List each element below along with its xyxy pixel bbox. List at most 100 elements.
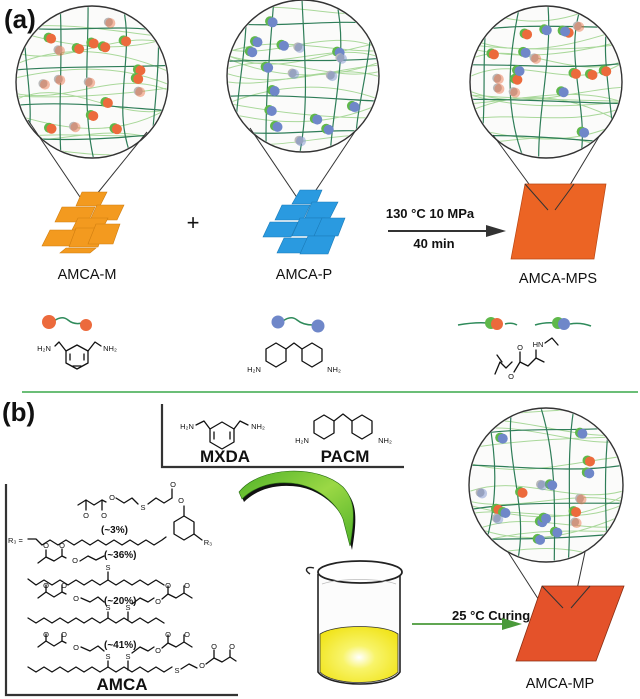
amine-bead — [55, 75, 66, 86]
amine-bead — [510, 87, 521, 98]
amine-bead — [88, 38, 99, 49]
amine-bead — [571, 507, 582, 518]
amine-bead — [323, 124, 334, 135]
svg-text:O: O — [83, 511, 89, 520]
svg-text:(~36%): (~36%) — [104, 550, 137, 561]
dark-chain — [329, 1, 342, 151]
amine-bead — [74, 43, 85, 54]
amine-bead — [576, 494, 587, 505]
dark-chain — [122, 7, 133, 157]
light-chain — [228, 39, 378, 52]
amine-bead — [252, 37, 263, 48]
light-chain — [228, 64, 378, 81]
amca-mp-label: AMCA-MP — [526, 676, 594, 692]
amine-bead — [269, 86, 280, 97]
amine-bead — [570, 68, 581, 79]
amine-bead — [520, 47, 531, 58]
amca-mp-sheet-icon — [515, 585, 625, 662]
amine-bead — [312, 114, 323, 125]
amine-bead — [552, 527, 563, 538]
unreacted-bead-shadow — [570, 517, 580, 527]
amine-bead — [267, 17, 278, 28]
unreacted-bead-shadow — [293, 42, 303, 52]
svg-text:S: S — [125, 603, 130, 612]
dark-chain — [228, 95, 378, 102]
svg-text:O: O — [61, 630, 67, 639]
svg-text:(~3%): (~3%) — [101, 525, 128, 536]
mixing-arrow-icon — [238, 470, 356, 550]
amine-bead — [571, 518, 582, 529]
svg-text:NH₂: NH₂ — [378, 436, 392, 445]
amine-bead — [46, 33, 57, 44]
reaction-condition-time: 40 min — [413, 236, 454, 251]
dark-chain — [509, 7, 524, 157]
amine-bead — [579, 127, 590, 138]
unreacted-bead-shadow — [68, 121, 78, 131]
svg-text:O: O — [517, 343, 523, 352]
amine-bead — [488, 49, 499, 60]
pacm-structure-a: H₂N NH₂ — [247, 342, 341, 374]
light-chain — [17, 51, 167, 72]
mxda-bead-cartoon — [42, 315, 92, 331]
light-chain — [17, 82, 167, 97]
amine-bead — [105, 18, 116, 29]
dark-chain — [567, 409, 575, 561]
liquid — [319, 626, 399, 683]
amine-bead — [327, 71, 338, 82]
unreacted-bead-shadow — [83, 77, 93, 87]
amine-bead — [336, 53, 347, 64]
svg-text:O: O — [211, 642, 217, 651]
crosslink-bead-cartoon — [457, 317, 592, 330]
light-chain — [16, 0, 168, 6]
dark-chain — [509, 409, 522, 561]
amine-bead — [494, 83, 505, 94]
amine-bead — [135, 87, 146, 98]
light-chain — [228, 71, 378, 84]
unreacted-bead-shadow — [335, 53, 345, 63]
unreacted-bead-shadow — [133, 86, 143, 96]
amine-bead — [349, 101, 360, 112]
dark-chain — [17, 64, 167, 71]
svg-text:H₂N: H₂N — [37, 344, 51, 353]
curing-condition-label: 25 °C Curing — [452, 608, 530, 623]
svg-text:HN: HN — [533, 340, 544, 349]
svg-text:O: O — [59, 541, 65, 550]
amine-bead — [514, 66, 525, 77]
unreacted-bead-shadow — [574, 493, 584, 503]
svg-text:O: O — [155, 597, 161, 606]
svg-text:S: S — [140, 503, 145, 512]
beaker-icon — [305, 560, 403, 685]
svg-text:H₂N: H₂N — [247, 365, 261, 374]
amca-mps-sheet-icon — [510, 183, 607, 260]
amca-m-sheets-icon — [41, 191, 125, 254]
dark-chain — [228, 57, 378, 62]
svg-text:S: S — [105, 652, 110, 661]
amine-bead — [121, 36, 132, 47]
amine-bead — [289, 69, 300, 80]
light-chain — [470, 514, 622, 539]
amca-label: AMCA — [97, 675, 148, 694]
unreacted-bead-shadow — [529, 53, 539, 63]
amine-bead — [541, 25, 552, 36]
light-chain — [17, 87, 167, 98]
amine-bead — [522, 29, 533, 40]
amca-box-bracket — [4, 484, 238, 697]
light-chain — [471, 86, 621, 101]
amine-box-bracket — [160, 404, 404, 469]
dark-chain — [299, 1, 307, 151]
network-zoom-circle-mps — [469, 5, 623, 211]
panel-b-label: (b) — [2, 397, 35, 427]
amine-bead — [535, 534, 546, 545]
amine-bead — [585, 456, 596, 467]
unreacted-bead-shadow — [492, 83, 502, 93]
amca-mps-label: AMCA-MPS — [519, 271, 597, 287]
amine-bead — [85, 77, 96, 88]
network-zoom-circle-mp — [468, 407, 624, 609]
amca-structures: O O O S O O R₃ R₃ = (~3%) O O O S (~36%)… — [8, 480, 237, 675]
network-zoom-circle-m — [15, 0, 169, 201]
amine-bead — [247, 47, 258, 58]
unreacted-bead-shadow — [475, 487, 485, 497]
amine-bead — [512, 74, 523, 85]
svg-text:NH₂: NH₂ — [327, 365, 341, 374]
